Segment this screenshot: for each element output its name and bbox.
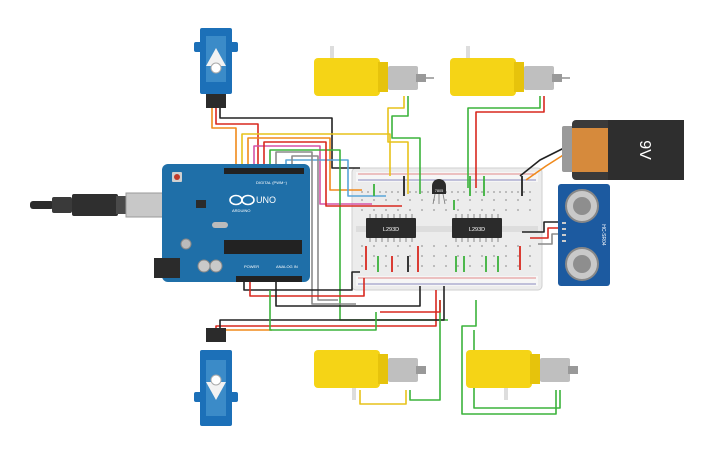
power-jack[interactable] (154, 258, 180, 278)
motor-driver-1-label: L293D (383, 227, 399, 233)
motor-driver-2-label: L293D (469, 227, 485, 233)
servo-top[interactable] (194, 28, 238, 108)
motor-top-right[interactable] (450, 46, 570, 96)
power-analog-header[interactable] (236, 276, 302, 282)
motor-driver-1[interactable]: L293D (366, 214, 416, 242)
battery-label: 9V (636, 140, 653, 160)
wire-black (275, 280, 421, 307)
wire-blue (285, 159, 386, 197)
wire-black (519, 145, 569, 177)
power-header-label: POWER (244, 264, 259, 269)
wire-orange (211, 108, 237, 170)
wire-red (249, 278, 365, 297)
motor-bottom-left[interactable] (314, 350, 426, 400)
wire-black (522, 221, 562, 233)
wire-yellow (241, 133, 391, 176)
breadboard[interactable] (351, 167, 543, 291)
wire-pink (253, 145, 372, 205)
wire-gray (275, 151, 356, 305)
wire-red (530, 227, 562, 239)
wire-black (219, 108, 360, 169)
wire-green (461, 300, 557, 415)
arduino-logo: UNO ARDUINO (229, 194, 276, 213)
wire-green (391, 96, 421, 194)
arduino-uno[interactable]: DIGITAL (PWM~) UNO ARDUINO POWER ANALOG … (30, 164, 310, 282)
wire-gray (538, 233, 562, 245)
motor-bottom-right[interactable] (466, 350, 578, 400)
servo-bottom[interactable] (194, 328, 238, 426)
usb-cable[interactable] (30, 192, 171, 218)
wire-gray (291, 155, 338, 301)
board-model-label: UNO (256, 195, 276, 205)
wire-black (243, 271, 360, 291)
wire-black (219, 286, 445, 342)
wire-red (263, 141, 402, 207)
battery-9v[interactable]: 9V (562, 120, 684, 180)
wire-red (380, 300, 441, 313)
wire-yellow (387, 96, 409, 194)
wire-yellow (359, 390, 407, 405)
motor-driver-2[interactable]: L293D (452, 214, 502, 242)
digital-header-label: DIGITAL (PWM~) (256, 180, 288, 185)
wire-green (269, 290, 377, 331)
voltage-regulator-label: 7805 (435, 189, 443, 193)
wire-red (475, 96, 545, 188)
digital-header[interactable] (224, 168, 304, 174)
motor-top-left[interactable] (314, 46, 434, 96)
analog-header-label: ANALOG IN (276, 264, 298, 269)
wire-orange (525, 151, 569, 181)
ultrasonic-label: HC-SR04 (600, 224, 606, 246)
wire-green (467, 96, 541, 188)
board-brand-label: ARDUINO (232, 208, 250, 213)
breadboard-jumpers (365, 176, 523, 272)
voltage-regulator[interactable]: 7805 (432, 179, 446, 205)
wire-red (215, 108, 259, 170)
atmega-chip (224, 240, 302, 254)
wire-red (215, 290, 437, 342)
ultrasonic-sensor[interactable]: HC-SR04 (558, 184, 610, 286)
wire-green (409, 300, 441, 401)
